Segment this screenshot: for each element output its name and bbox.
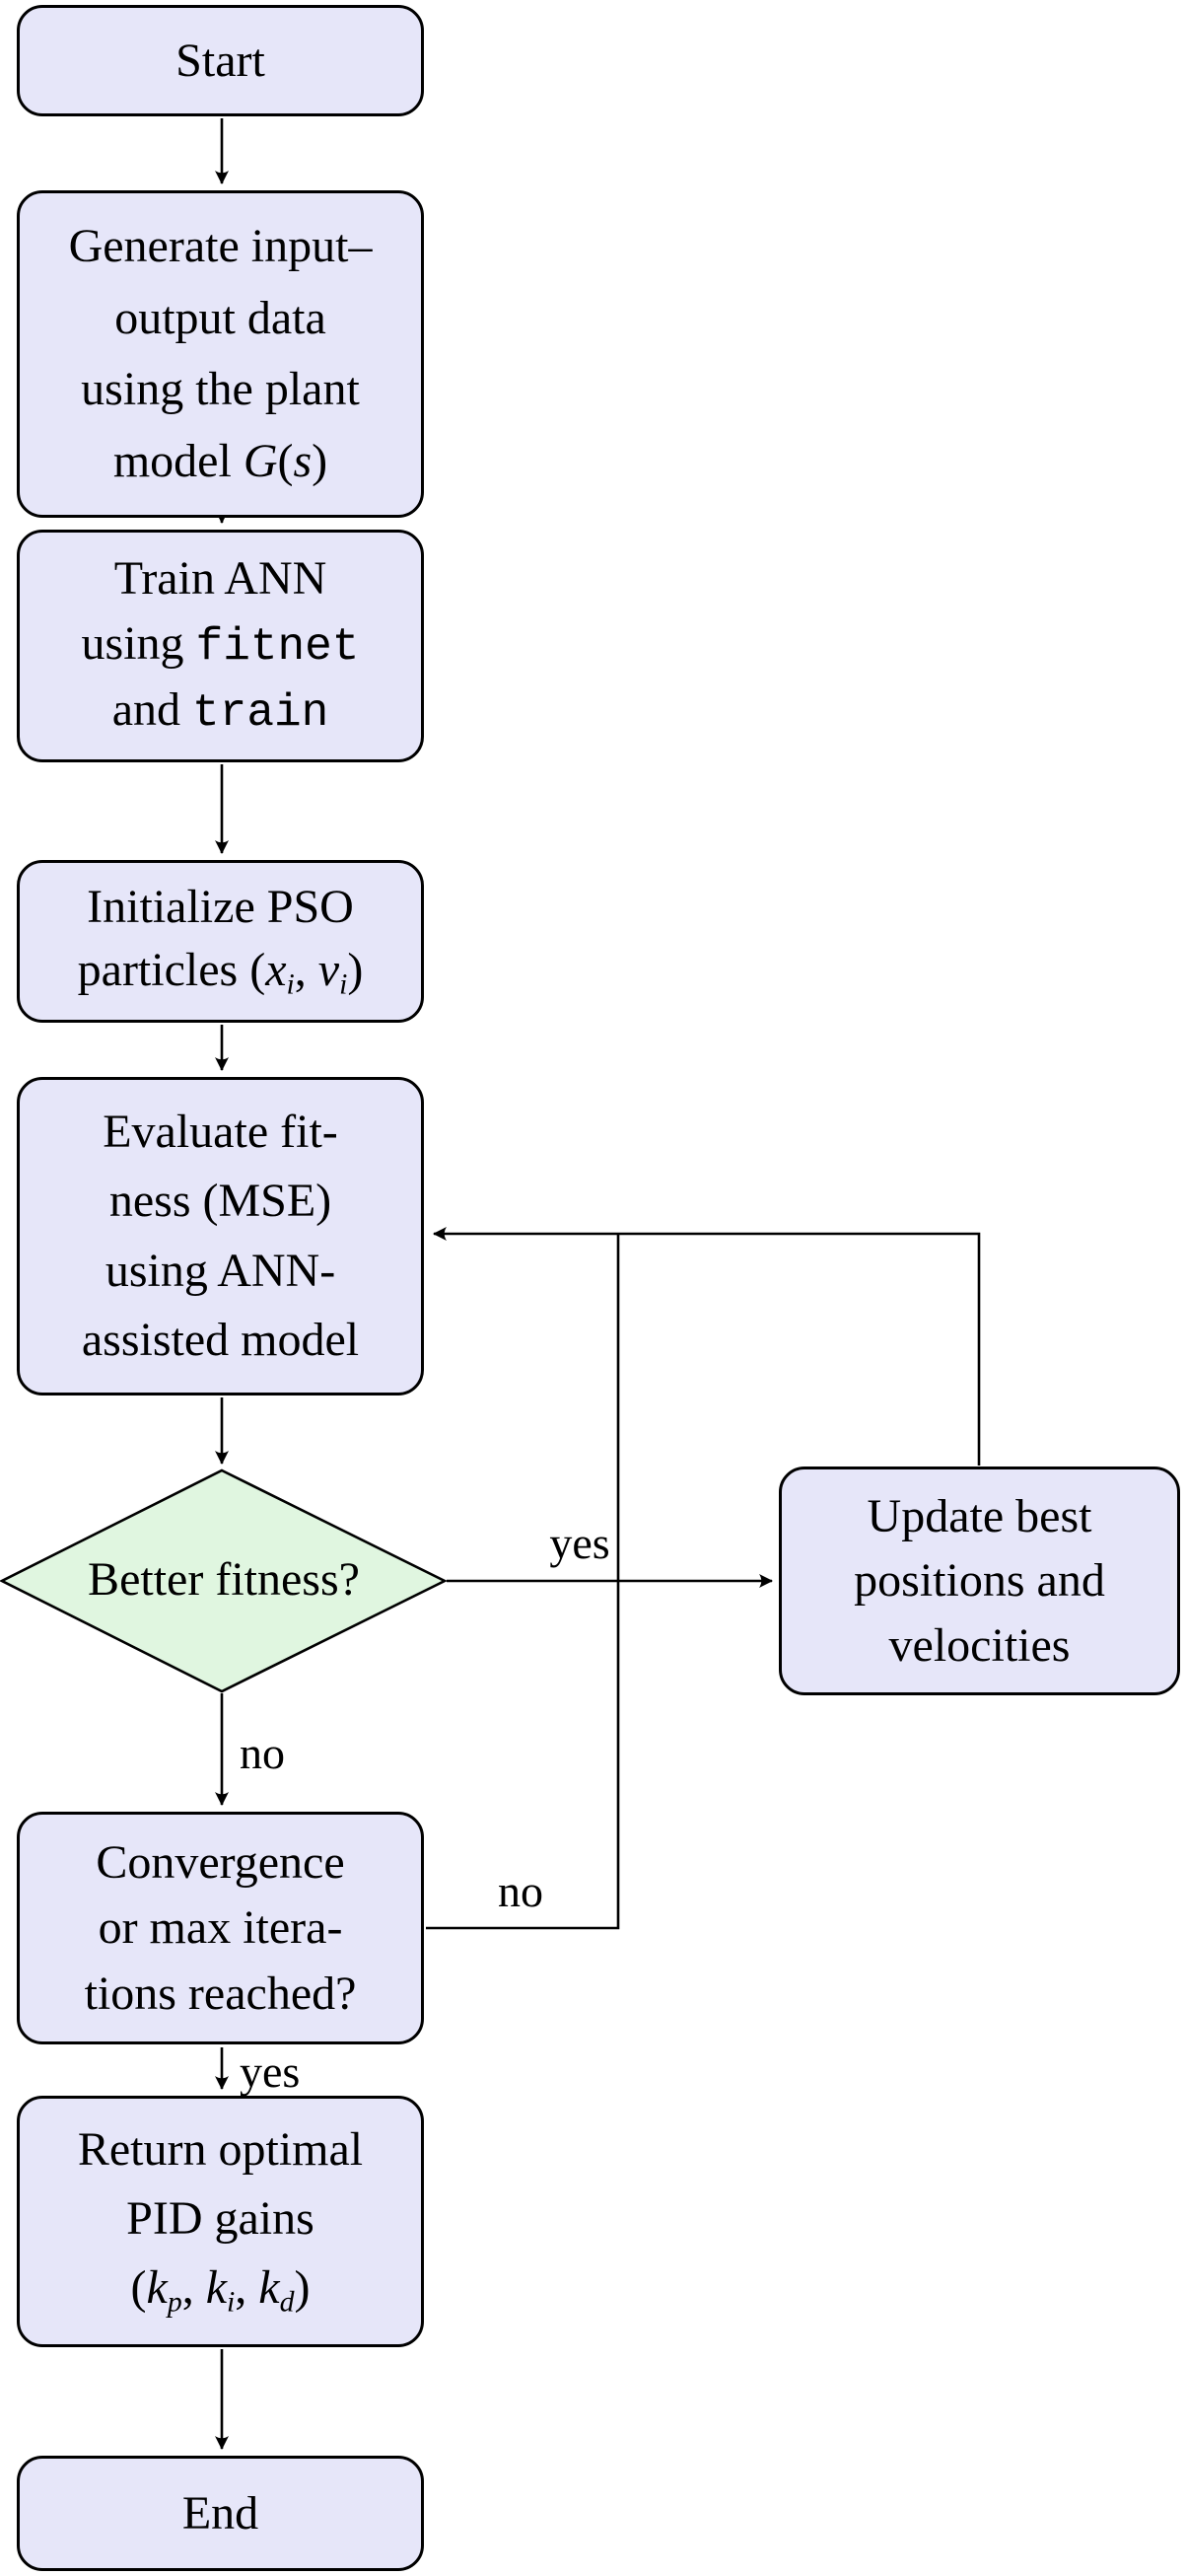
- text-model: model: [112, 434, 244, 487]
- text-comma-1: ,: [294, 943, 318, 996]
- math-k3: k: [258, 2260, 280, 2314]
- node-return-line-1: Return optimal: [77, 2122, 364, 2176]
- node-start: Start: [17, 5, 424, 116]
- node-decision-better-fitness: Better fitness?: [88, 1553, 360, 1606]
- text-particles: particles (: [77, 943, 266, 996]
- node-evaluate-line-3: using ANN-: [105, 1244, 336, 1297]
- node-evaluate-line-4: assisted model: [81, 1314, 360, 1367]
- math-sub-d: d: [279, 2285, 295, 2319]
- text-comma-2: ,: [181, 2260, 206, 2314]
- math-x: x: [265, 943, 287, 996]
- math-G: G: [243, 434, 278, 487]
- math-sub-i: i: [227, 2285, 236, 2319]
- node-train-ann: Train ANN using fitnet and train: [17, 530, 424, 762]
- node-update-line-1: Update best: [867, 1489, 1092, 1542]
- node-initialize-line-1: Initialize PSO: [87, 881, 354, 934]
- edge-label-convergence-yes: yes: [240, 2046, 301, 2097]
- math-sub-i-1: i: [286, 966, 295, 1000]
- math-s: s: [293, 434, 313, 487]
- text-using: using: [81, 616, 196, 670]
- math-k1: k: [146, 2260, 168, 2314]
- node-evaluate-line-2: ness (MSE): [108, 1175, 332, 1228]
- node-end-label: End: [181, 2486, 259, 2540]
- text-paren-open-3: (: [130, 2260, 147, 2314]
- node-generate-data: Generate input– output data using the pl…: [17, 190, 424, 518]
- text-comma-3: ,: [235, 2260, 259, 2314]
- node-return-line-3: (kp, ki, kd): [130, 2260, 311, 2319]
- node-end: End: [17, 2456, 424, 2571]
- node-convergence-line-3: tions reached?: [84, 1967, 357, 2020]
- node-train-line-2: using fitnet: [81, 616, 360, 673]
- math-v: v: [317, 943, 340, 996]
- edge-update-loop-to-evaluate: [433, 1227, 981, 1466]
- text-paren-open: (: [277, 434, 294, 487]
- node-evaluate-fitness: Evaluate fit- ness (MSE) using ANN- assi…: [17, 1077, 424, 1395]
- node-update-line-2: positions and: [854, 1554, 1105, 1607]
- math-sub-p: p: [167, 2285, 182, 2319]
- text-paren-close: ): [312, 434, 328, 487]
- node-generate-line-2: output data: [114, 291, 326, 344]
- node-convergence-check: Convergence or max itera- tions reached?: [17, 1812, 424, 2044]
- node-generate-line-4: model G(s): [112, 434, 328, 487]
- node-return-line-2: PID gains: [126, 2191, 314, 2245]
- node-train-line-1: Train ANN: [113, 552, 327, 606]
- node-initialize-pso: Initialize PSO particles (xi, vi): [17, 860, 424, 1023]
- edge-label-decision-yes: yes: [549, 1518, 610, 1568]
- edge-label-convergence-no: no: [498, 1866, 543, 1916]
- decision-diamond-shape: [0, 1468, 448, 1693]
- code-train: train: [192, 687, 329, 740]
- node-update-best: Update best positions and velocities: [779, 1467, 1180, 1695]
- math-sub-i-2: i: [339, 966, 348, 1000]
- node-evaluate-line-1: Evaluate fit-: [103, 1105, 338, 1158]
- node-convergence-line-2: or max itera-: [98, 1901, 343, 1954]
- node-initialize-line-2: particles (xi, vi): [77, 943, 364, 1000]
- node-start-label: Start: [175, 34, 265, 87]
- edge-label-decision-no: no: [240, 1728, 285, 1778]
- math-k2: k: [205, 2260, 228, 2314]
- text-paren-close-3: ): [294, 2260, 311, 2314]
- edge-convergence-no-loop: [426, 1235, 620, 1930]
- node-generate-line-1: Generate input–: [68, 220, 373, 273]
- node-generate-line-3: using the plant: [81, 363, 360, 416]
- text-and: and: [111, 683, 193, 737]
- node-update-line-3: velocities: [888, 1618, 1071, 1672]
- code-fitnet: fitnet: [195, 620, 360, 673]
- node-train-line-3: and train: [111, 683, 329, 740]
- text-paren-close-2: ): [347, 943, 364, 996]
- node-convergence-line-1: Convergence: [96, 1835, 345, 1889]
- node-return-gains: Return optimal PID gains (kp, ki, kd): [17, 2096, 424, 2347]
